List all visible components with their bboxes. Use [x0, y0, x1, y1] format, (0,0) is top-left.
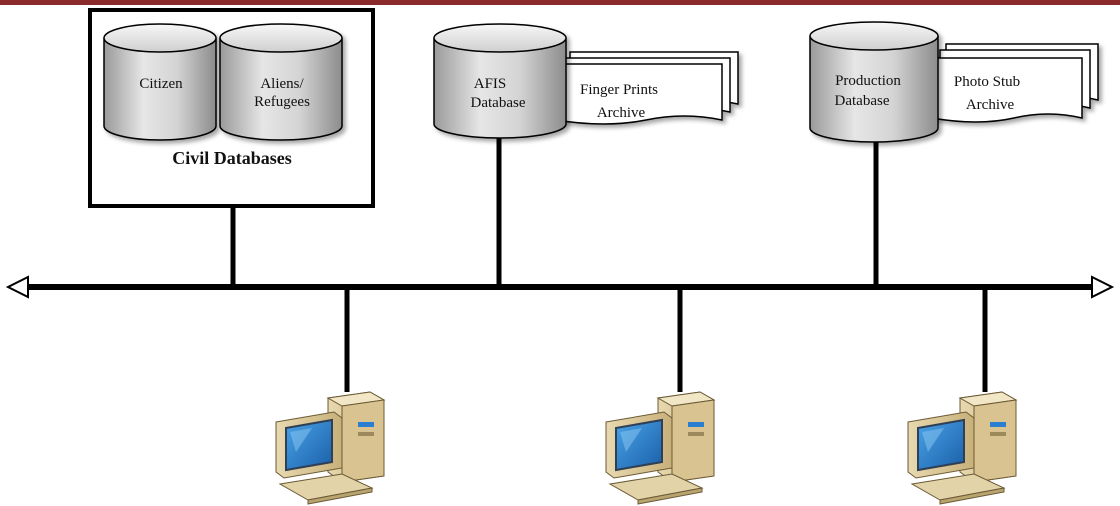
workstation-1 — [275, 391, 386, 505]
aliens-label: Aliens/ — [260, 76, 304, 92]
refugees-label: Refugees — [254, 94, 310, 110]
computer-icon — [907, 391, 1017, 505]
citizen-label: Citizen — [139, 76, 183, 92]
photo-stub-line1: Photo Stub — [954, 74, 1020, 90]
left-arrowhead — [5, 275, 29, 299]
production-db-line2: Database — [835, 93, 890, 109]
right-arrowhead — [1091, 275, 1115, 299]
fingerprints-archive-line1: Finger Prints — [580, 82, 658, 98]
civil-databases-title: Civil Databases — [172, 148, 292, 168]
afis-group: Finger Prints Archive AFIS Database — [433, 23, 739, 139]
production-db-line1: Production — [835, 73, 901, 89]
aliens-refugees-database — [219, 23, 343, 141]
computer-icon — [275, 391, 386, 505]
production-database-cylinder — [809, 21, 939, 143]
workstation-2 — [605, 391, 715, 505]
fingerprints-archive-line2: Archive — [597, 105, 646, 121]
citizen-database — [103, 23, 217, 141]
top-bar — [0, 0, 1120, 5]
workstation-3 — [907, 391, 1017, 505]
civil-databases-group: Citizen Aliens/ Refugees Civil Databases — [88, 8, 375, 208]
afis-db-line2: Database — [471, 95, 526, 111]
photo-stub-line2: Archive — [966, 97, 1015, 113]
photo-stub-archive-icon — [931, 43, 1099, 123]
afis-database-cylinder — [433, 23, 567, 139]
network-bus — [5, 275, 1115, 299]
connector-lines — [230, 132, 988, 392]
fingerprints-archive-icon — [555, 51, 739, 125]
afis-db-line1: AFIS — [474, 76, 507, 92]
production-group: Photo Stub Archive Production Database — [809, 21, 1099, 143]
computer-icon — [605, 391, 715, 505]
